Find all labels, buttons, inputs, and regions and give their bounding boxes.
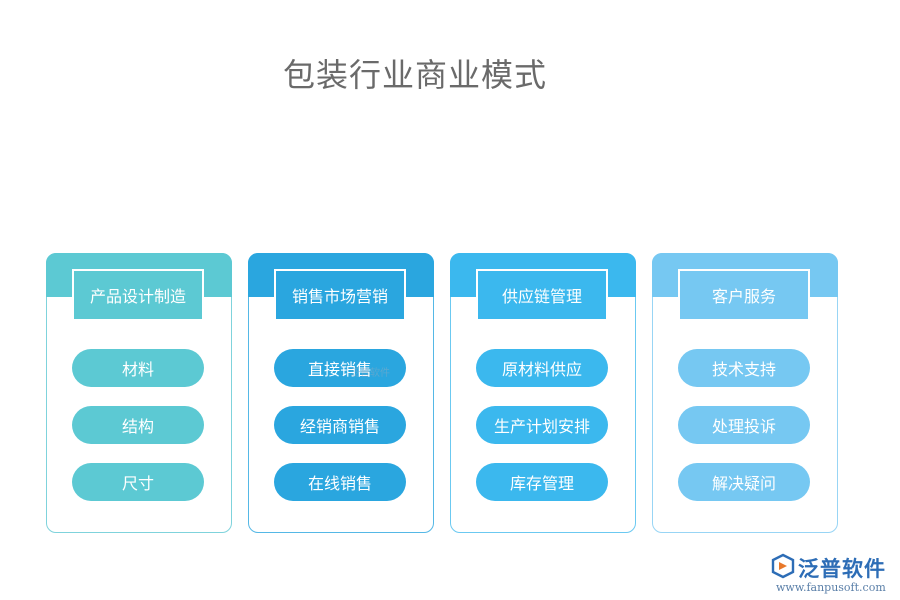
card-item: 材料: [72, 349, 204, 387]
card-item: 直接销售: [274, 349, 406, 387]
card-header: 销售市场营销: [274, 269, 406, 321]
card-item: 生产计划安排: [476, 406, 608, 444]
card-item: 库存管理: [476, 463, 608, 501]
watermark: 泛普软件: [350, 368, 390, 379]
card-item: 经销商销售: [274, 406, 406, 444]
card-item: 技术支持: [678, 349, 810, 387]
card-item: 原材料供应: [476, 349, 608, 387]
card-item: 解决疑问: [678, 463, 810, 501]
card-item: 处理投诉: [678, 406, 810, 444]
page-title: 包装行业商业模式: [283, 56, 548, 94]
card-header: 产品设计制造: [72, 269, 204, 321]
card-header: 客户服务: [678, 269, 810, 321]
brand-logo[interactable]: 泛普软件 www.fanpusoft.com: [770, 551, 894, 597]
card-item: 在线销售: [274, 463, 406, 501]
card-header: 供应链管理: [476, 269, 608, 321]
card-supply-chain: 供应链管理 原材料供应 生产计划安排 库存管理: [450, 253, 636, 533]
card-product-design: 产品设计制造 材料 结构 尺寸: [46, 253, 232, 533]
fanpu-logo-icon: [771, 553, 795, 579]
logo-url: www.fanpusoft.com: [776, 581, 886, 594]
card-item: 尺寸: [72, 463, 204, 501]
card-sales-marketing: 销售市场营销 直接销售 经销商销售 在线销售: [248, 253, 434, 533]
card-item: 结构: [72, 406, 204, 444]
card-customer-service: 客户服务 技术支持 处理投诉 解决疑问: [652, 253, 838, 533]
logo-name: 泛普软件: [798, 557, 886, 581]
